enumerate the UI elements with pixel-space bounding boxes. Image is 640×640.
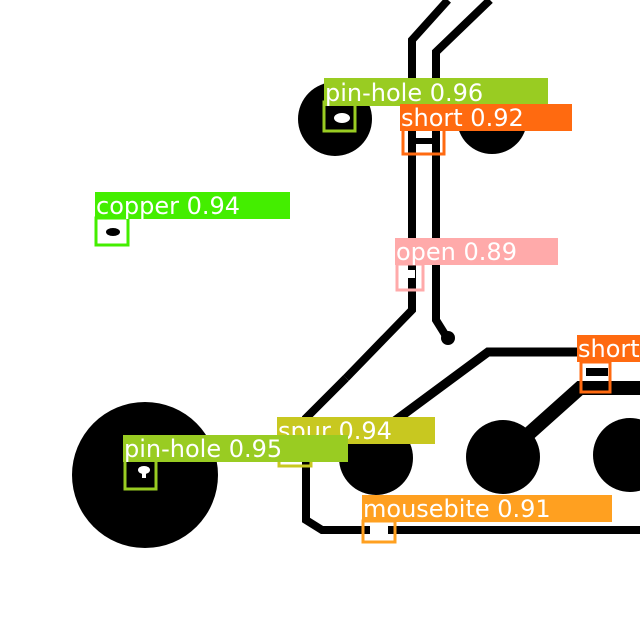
pcb-trace-top-right: [432, 0, 493, 339]
detection-label: pin-hole 0.96: [325, 79, 483, 107]
detection-label: open 0.89: [396, 238, 517, 266]
pcb-trace-lower-left: [302, 375, 640, 534]
detection-label: pin-hole 0.95: [124, 435, 282, 463]
detection-label: copper 0.94: [96, 192, 240, 220]
pcb-trace-top-left: [343, 0, 451, 381]
detection-pin-hole-top: pin-hole 0.96: [322, 78, 548, 133]
detection-pin-hole-bottom: pin-hole 0.95: [123, 435, 348, 491]
pin-hole-mark: [142, 470, 146, 478]
detection-label: short 0.92: [401, 104, 524, 132]
detection-copper: copper 0.94: [94, 192, 290, 247]
detection-short-top: short 0.92: [400, 104, 572, 156]
open-gap-mark: [405, 270, 415, 278]
pcb-trace-end-blob: [441, 331, 455, 345]
label-background: [362, 495, 612, 522]
detection-mousebite: mousebite 0.91: [361, 495, 612, 544]
detection-label: mousebite 0.91: [363, 495, 551, 523]
short-bridge-mark: [586, 368, 608, 376]
label-background: [577, 335, 640, 362]
label-background: [395, 238, 558, 265]
pin-hole-mark: [334, 113, 350, 123]
short-bridge-mark: [410, 138, 440, 144]
label-background: [324, 78, 548, 106]
mousebite-mark: [370, 526, 388, 534]
detection-short-right: short: [577, 335, 640, 394]
detection-open: open 0.89: [395, 238, 558, 292]
label-background: [400, 104, 572, 131]
detections-layer: pin-hole 0.96 short 0.92 copper 0.94 ope…: [94, 78, 640, 544]
label-background: [123, 435, 348, 462]
detection-label: short: [578, 335, 640, 363]
label-background: [95, 192, 290, 219]
pcb-pad-right: [466, 420, 540, 494]
copper-mark: [106, 228, 120, 236]
pcb-pad-far-right: [593, 418, 640, 492]
